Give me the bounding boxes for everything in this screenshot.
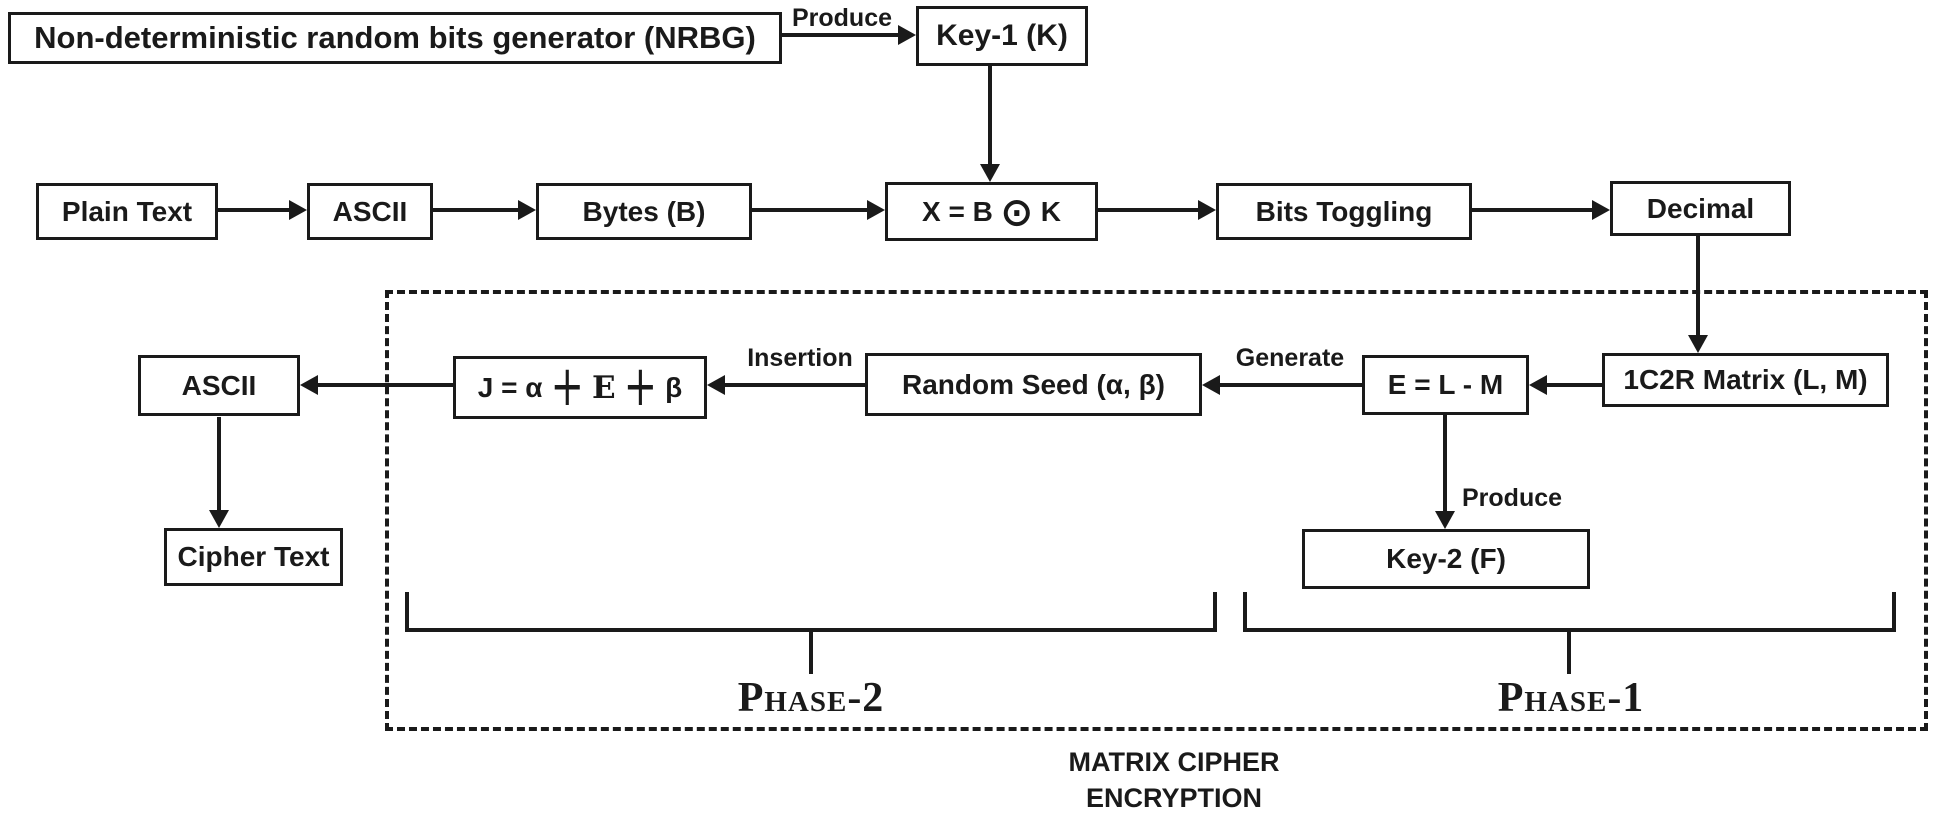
node-j-equation: J = α + E + β: [453, 354, 707, 419]
edge-label-produce-key2: Produce: [1462, 484, 1563, 512]
jeq-E: E: [591, 369, 616, 406]
edge-label-insertion: Insertion: [747, 344, 853, 372]
node-plain-text: Plain Text: [36, 183, 218, 240]
phase1-bracket-stem: [1567, 630, 1571, 674]
node-xor: X = B ⊙ K: [885, 182, 1098, 241]
diagram-caption: MATRIX CIPHER ENCRYPTION: [974, 744, 1374, 816]
arrow-decimal-to-1c2r: [1688, 236, 1708, 353]
arrow-bitstoggling-to-decimal: [1472, 200, 1610, 220]
node-cipher-text: Cipher Text: [164, 528, 343, 586]
arrow-elm-to-randomseed: [1202, 375, 1362, 395]
jeq-lead: J = α: [477, 371, 543, 403]
jeq-tail: β: [665, 371, 683, 403]
node-1c2r-matrix: 1C2R Matrix (L, M): [1602, 353, 1889, 407]
phase2-label: Phase-2: [737, 675, 885, 721]
node-key2: Key-2 (F): [1302, 529, 1590, 589]
arrow-nrbg-to-key1: [782, 25, 916, 45]
node-ascii-out: ASCII: [138, 355, 300, 416]
arrow-elm-to-key2: [1435, 415, 1455, 529]
phase2-bracket: [405, 592, 1217, 632]
caption-line1: MATRIX CIPHER: [1068, 747, 1280, 777]
node-key1: Key-1 (K): [916, 6, 1088, 66]
node-bits-toggling: Bits Toggling: [1216, 183, 1472, 240]
node-e-lm: E = L - M: [1362, 355, 1529, 415]
phase1-label: Phase-1: [1497, 675, 1645, 721]
plus-operator-2: +: [623, 354, 658, 419]
arrow-xor-to-bitstoggling: [1098, 200, 1216, 220]
caption-line2: ENCRYPTION: [1085, 783, 1262, 813]
arrow-bytes-to-xor: [752, 200, 885, 220]
node-bytes: Bytes (B): [536, 183, 752, 240]
xor-tail: K: [1040, 195, 1061, 227]
arrow-jeq-to-ascii: [300, 375, 453, 395]
arrow-key1-to-xor: [980, 66, 1000, 182]
node-nrbg: Non-deterministic random bits generator …: [8, 12, 782, 64]
node-random-seed: Random Seed (α, β): [865, 353, 1202, 416]
arrow-plaintext-to-ascii: [218, 200, 307, 220]
matrix-cipher-encryption-dashed-box: [385, 290, 1928, 731]
xor-lead: X = B: [922, 195, 993, 227]
edge-label-produce-key1: Produce: [791, 4, 893, 32]
edge-label-generate: Generate: [1235, 344, 1345, 372]
node-ascii-in: ASCII: [307, 183, 433, 240]
arrow-ascii-to-bytes: [433, 200, 536, 220]
phase2-bracket-stem: [809, 630, 813, 674]
plus-operator-1: +: [550, 354, 584, 419]
arrow-ascii-to-ciphertext: [209, 417, 229, 528]
arrow-randomseed-to-jeq: [707, 375, 865, 395]
phase1-bracket: [1243, 592, 1896, 632]
node-decimal: Decimal: [1610, 181, 1791, 236]
arrow-1c2r-to-elm: [1529, 375, 1602, 395]
